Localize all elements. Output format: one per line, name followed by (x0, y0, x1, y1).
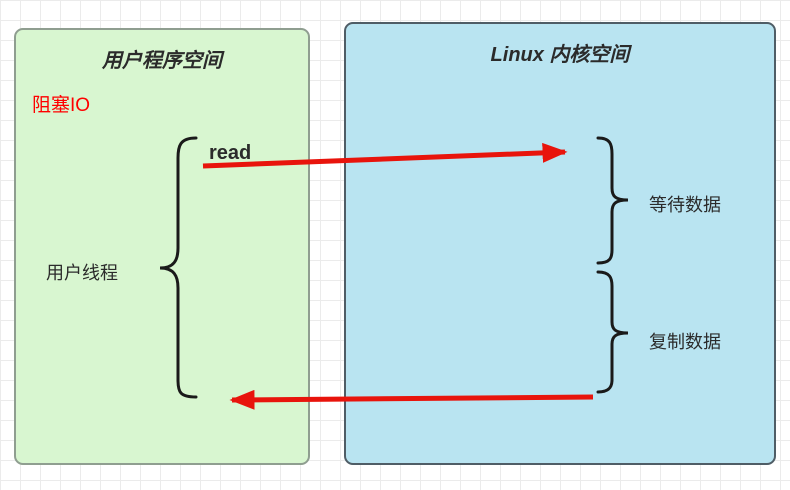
copy-data-label: 复制数据 (649, 332, 721, 352)
user-space-title: 用户程序空间 (102, 50, 222, 72)
user-thread-label: 用户线程 (46, 263, 118, 283)
kernel-space-title: Linux 内核空间 (490, 44, 630, 66)
wait-data-label: 等待数据 (649, 195, 721, 215)
kernel-space-box: Linux 内核空间 等待数据 复制数据 (344, 22, 776, 465)
blocking-io-label: 阻塞IO (32, 95, 91, 116)
read-call-label: read (209, 142, 252, 164)
user-space-box: 用户程序空间 阻塞IO read 用户线程 (14, 28, 310, 465)
